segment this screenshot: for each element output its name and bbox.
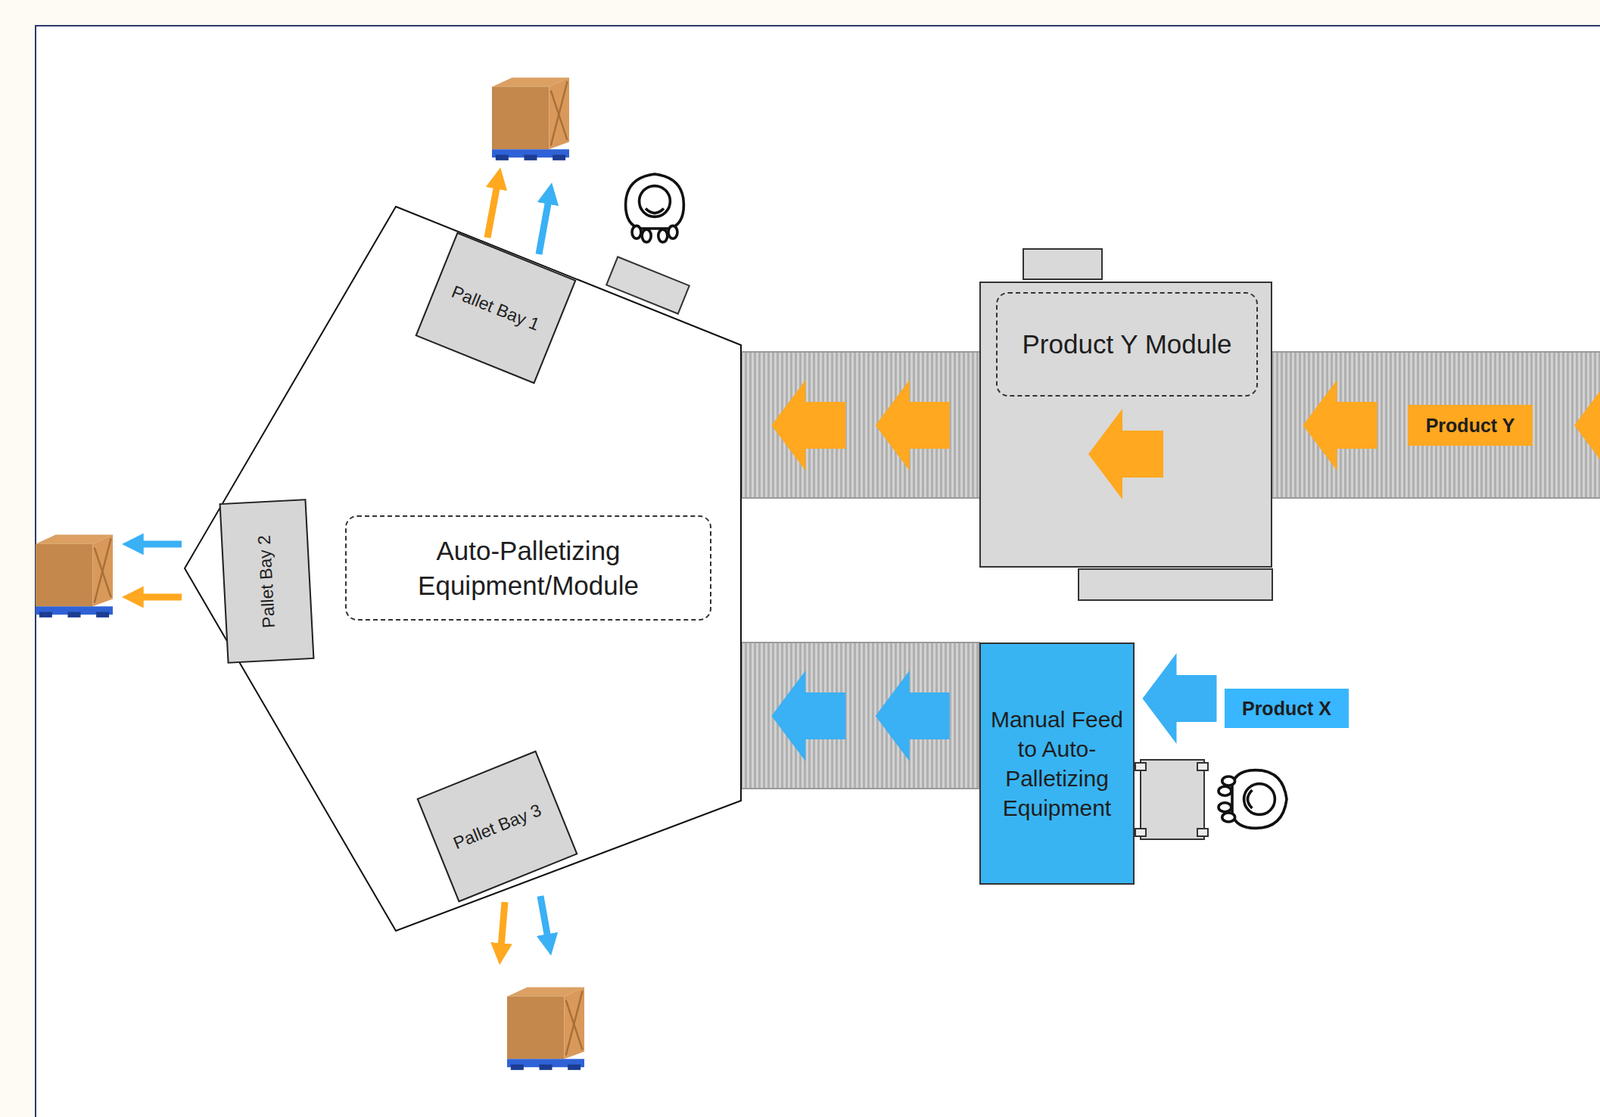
conveyor	[741, 642, 980, 789]
node-label: Product Y Module	[996, 292, 1258, 397]
flow-arrow	[771, 379, 846, 471]
workstation	[606, 256, 690, 314]
cart-wheel	[1197, 762, 1208, 771]
node-label: Product Y	[1419, 413, 1522, 439]
flow-arrow	[771, 670, 846, 762]
outfeed-arrow	[540, 896, 548, 939]
flow-arrow	[1574, 379, 1600, 471]
node-label: Pallet Bay 2	[254, 534, 280, 629]
node-label: Pallet Bay 3	[450, 799, 545, 853]
page-frame	[35, 25, 1600, 1117]
flow-arrow	[771, 379, 950, 471]
node-label: Auto-Palletizing Equipment/Module	[345, 515, 712, 621]
operator-icon	[625, 174, 685, 243]
flow-arrow	[1142, 653, 1218, 744]
feed-station: Manual Feed to Auto-Palletizing Equipmen…	[979, 642, 1135, 885]
pallet-bay: Pallet Bay 2	[219, 498, 315, 664]
outfeed-arrow	[139, 541, 182, 548]
flow-arrow	[1142, 653, 1218, 744]
cart-wheel	[1135, 762, 1146, 771]
outfeed-arrow	[501, 902, 505, 948]
cart-wheel	[1135, 828, 1146, 837]
module-tab	[1078, 569, 1273, 601]
flow-arrow	[1303, 379, 1378, 471]
node-label: Pallet Bay 1	[448, 280, 543, 335]
operator-icon	[1218, 770, 1287, 829]
pallet-load	[35, 535, 113, 618]
palletizer-cell: Auto-Palletizing Equipment/ModulePallet …	[183, 205, 742, 932]
outfeed-arrow	[538, 199, 549, 255]
flow-arrow	[875, 379, 950, 471]
pallet-load	[491, 77, 570, 161]
feed-cart	[1140, 759, 1205, 840]
module-tab	[1023, 249, 1102, 280]
cart-wheel	[1197, 828, 1208, 837]
flow-arrow	[875, 670, 950, 762]
flow-arrow	[1303, 379, 1378, 471]
product-tag: Product X	[1224, 688, 1349, 729]
product-tag: Product Y	[1407, 404, 1533, 446]
outfeed-arrow	[139, 594, 182, 601]
process-module: Product Y Module	[979, 281, 1273, 568]
flow-arrow	[1088, 408, 1164, 500]
node-label: Manual Feed to Auto-Palletizing Equipmen…	[980, 704, 1134, 823]
flow-arrow	[771, 670, 950, 762]
outfeed-arrow	[487, 184, 498, 238]
node-label: Product X	[1235, 696, 1338, 722]
palletizer-outline	[184, 206, 741, 931]
pallet-load	[507, 987, 585, 1071]
